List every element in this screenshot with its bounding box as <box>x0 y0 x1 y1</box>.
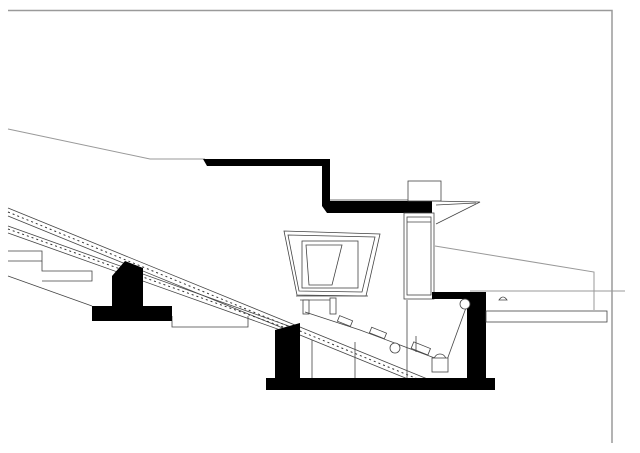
inclined-track <box>7 207 431 389</box>
cabin-box <box>283 230 381 297</box>
sheet-frame <box>8 9 613 443</box>
terrain-profile <box>7 128 625 310</box>
roof-slab <box>203 159 432 213</box>
right-ledge <box>485 296 608 323</box>
carriage-machinery <box>300 297 449 373</box>
lower-pit <box>266 292 495 390</box>
canopy <box>407 180 481 225</box>
vertical-shaft <box>403 212 435 300</box>
stepped-foundation <box>7 250 249 328</box>
